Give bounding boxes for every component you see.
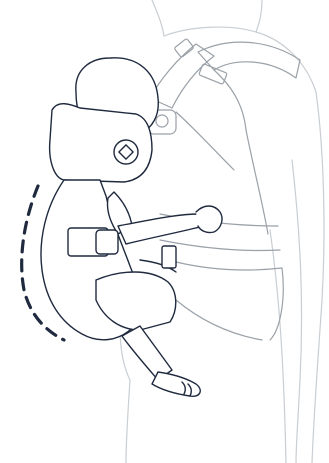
carrier-waist-band <box>160 240 280 251</box>
adult-neck-right <box>256 0 262 32</box>
carrier-hood <box>50 104 152 182</box>
carrier-chest-clip-ring <box>156 115 168 127</box>
adult-right-arm-inner <box>292 160 302 463</box>
baby-foot <box>152 372 200 396</box>
carrier-lower-band <box>176 262 283 340</box>
baby-hand <box>196 206 222 233</box>
baby-lower-leg <box>122 326 172 380</box>
carrier-left-strap <box>150 44 214 108</box>
adult-left-hip <box>126 380 130 463</box>
carrier-right-strap <box>198 42 300 78</box>
baby <box>41 58 222 396</box>
carrier-lower-edge <box>176 300 262 340</box>
carrier-strap-buckle-right <box>199 64 228 85</box>
carrier-panel-left <box>176 112 234 170</box>
carrier-panel-right <box>246 130 268 234</box>
carrier-leg-tab <box>162 246 176 268</box>
carrier-right-strap-inner <box>214 70 246 130</box>
adult-neck-left <box>152 0 164 36</box>
adult-right-arm <box>312 92 324 463</box>
adult-torso-side <box>270 230 286 463</box>
adult-shoulder-line <box>164 27 316 92</box>
carrier-side-buckle <box>96 230 118 254</box>
